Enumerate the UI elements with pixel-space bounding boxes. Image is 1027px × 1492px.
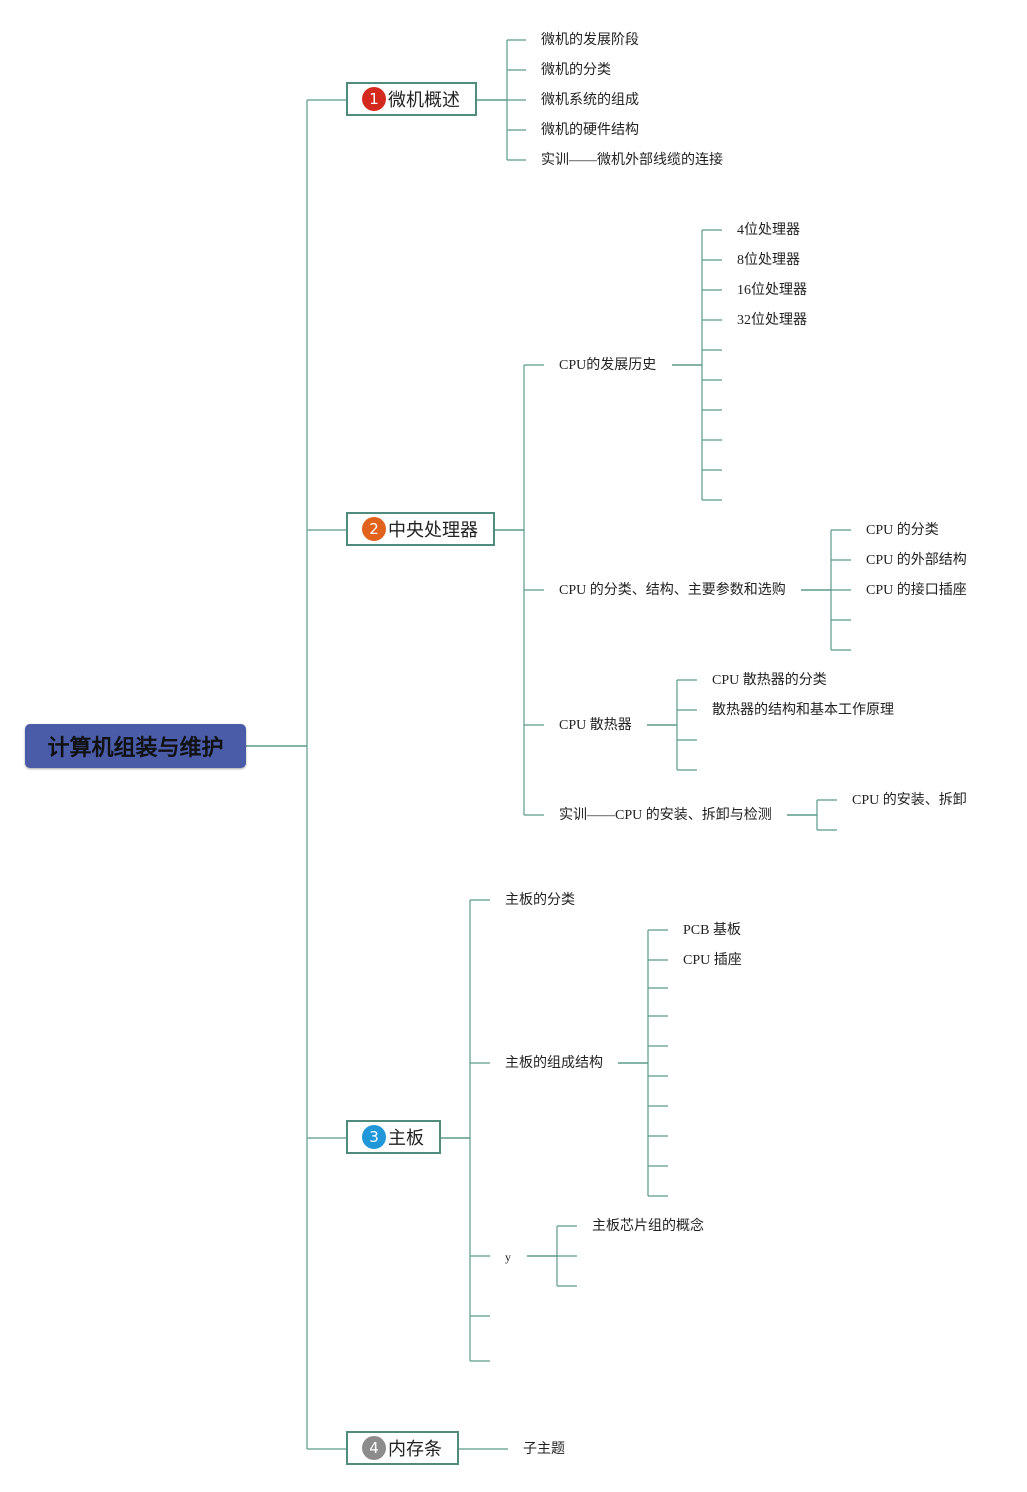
number-3-badge-icon: 3	[362, 1125, 386, 1149]
number-1-badge-icon: 1	[362, 87, 386, 111]
leaf-topic-label[interactable]: PCB 基板	[683, 923, 741, 938]
main-topic-1[interactable]: 1 微机概述	[346, 82, 477, 116]
subtopic-label[interactable]: 微机的硬件结构	[541, 123, 639, 138]
subtopic-label[interactable]: 微机系统的组成	[541, 93, 639, 108]
main-topic-label: 内存条	[388, 1439, 442, 1460]
subtopic-label[interactable]: 微机的发展阶段	[541, 33, 639, 48]
leaf-topic-label[interactable]: 32位处理器	[737, 313, 807, 328]
number-2-badge-icon: 2	[362, 517, 386, 541]
subtopic-label[interactable]: 子主题	[523, 1442, 565, 1457]
main-topic-label: 主板	[388, 1128, 424, 1149]
subtopic-label[interactable]: 主板的分类	[505, 893, 575, 908]
leaf-topic-label[interactable]: 4位处理器	[737, 223, 800, 238]
main-topic-4[interactable]: 4 内存条	[346, 1431, 459, 1465]
main-topic-2[interactable]: 2 中央处理器	[346, 512, 495, 546]
leaf-topic-label[interactable]: CPU 的分类	[866, 523, 939, 538]
leaf-topic-label[interactable]: CPU 的外部结构	[866, 553, 967, 568]
subtopic-label[interactable]: CPU的发展历史	[559, 358, 657, 373]
subtopic-label[interactable]: 微机的分类	[541, 63, 611, 78]
leaf-topic-label[interactable]: 散热器的结构和基本工作原理	[712, 703, 894, 718]
subtopic-label[interactable]: y	[505, 1250, 511, 1264]
main-topic-label: 中央处理器	[388, 520, 478, 541]
leaf-topic-label[interactable]: 主板芯片组的概念	[592, 1219, 704, 1234]
root-topic[interactable]: 计算机组装与维护	[25, 724, 246, 768]
leaf-topic-label[interactable]: CPU 的安装、拆卸	[852, 793, 967, 808]
leaf-topic-label[interactable]: 8位处理器	[737, 253, 800, 268]
root-topic-label: 计算机组装与维护	[47, 736, 224, 761]
leaf-topic-label[interactable]: CPU 插座	[683, 953, 742, 968]
main-topic-3[interactable]: 3 主板	[346, 1120, 441, 1154]
leaf-topic-label[interactable]: CPU 散热器的分类	[712, 673, 827, 688]
main-topic-label: 微机概述	[388, 90, 460, 111]
subtopic-label[interactable]: 主板的组成结构	[505, 1056, 603, 1071]
subtopic-label[interactable]: CPU 散热器	[559, 718, 632, 733]
subtopic-label[interactable]: 实训——微机外部线缆的连接	[541, 153, 723, 168]
subtopic-label[interactable]: CPU 的分类、结构、主要参数和选购	[559, 583, 786, 598]
number-4-badge-icon: 4	[362, 1436, 386, 1460]
subtopic-label[interactable]: 实训——CPU 的安装、拆卸与检测	[559, 808, 772, 823]
leaf-topic-label[interactable]: 16位处理器	[737, 283, 807, 298]
leaf-topic-label[interactable]: CPU 的接口插座	[866, 583, 967, 598]
